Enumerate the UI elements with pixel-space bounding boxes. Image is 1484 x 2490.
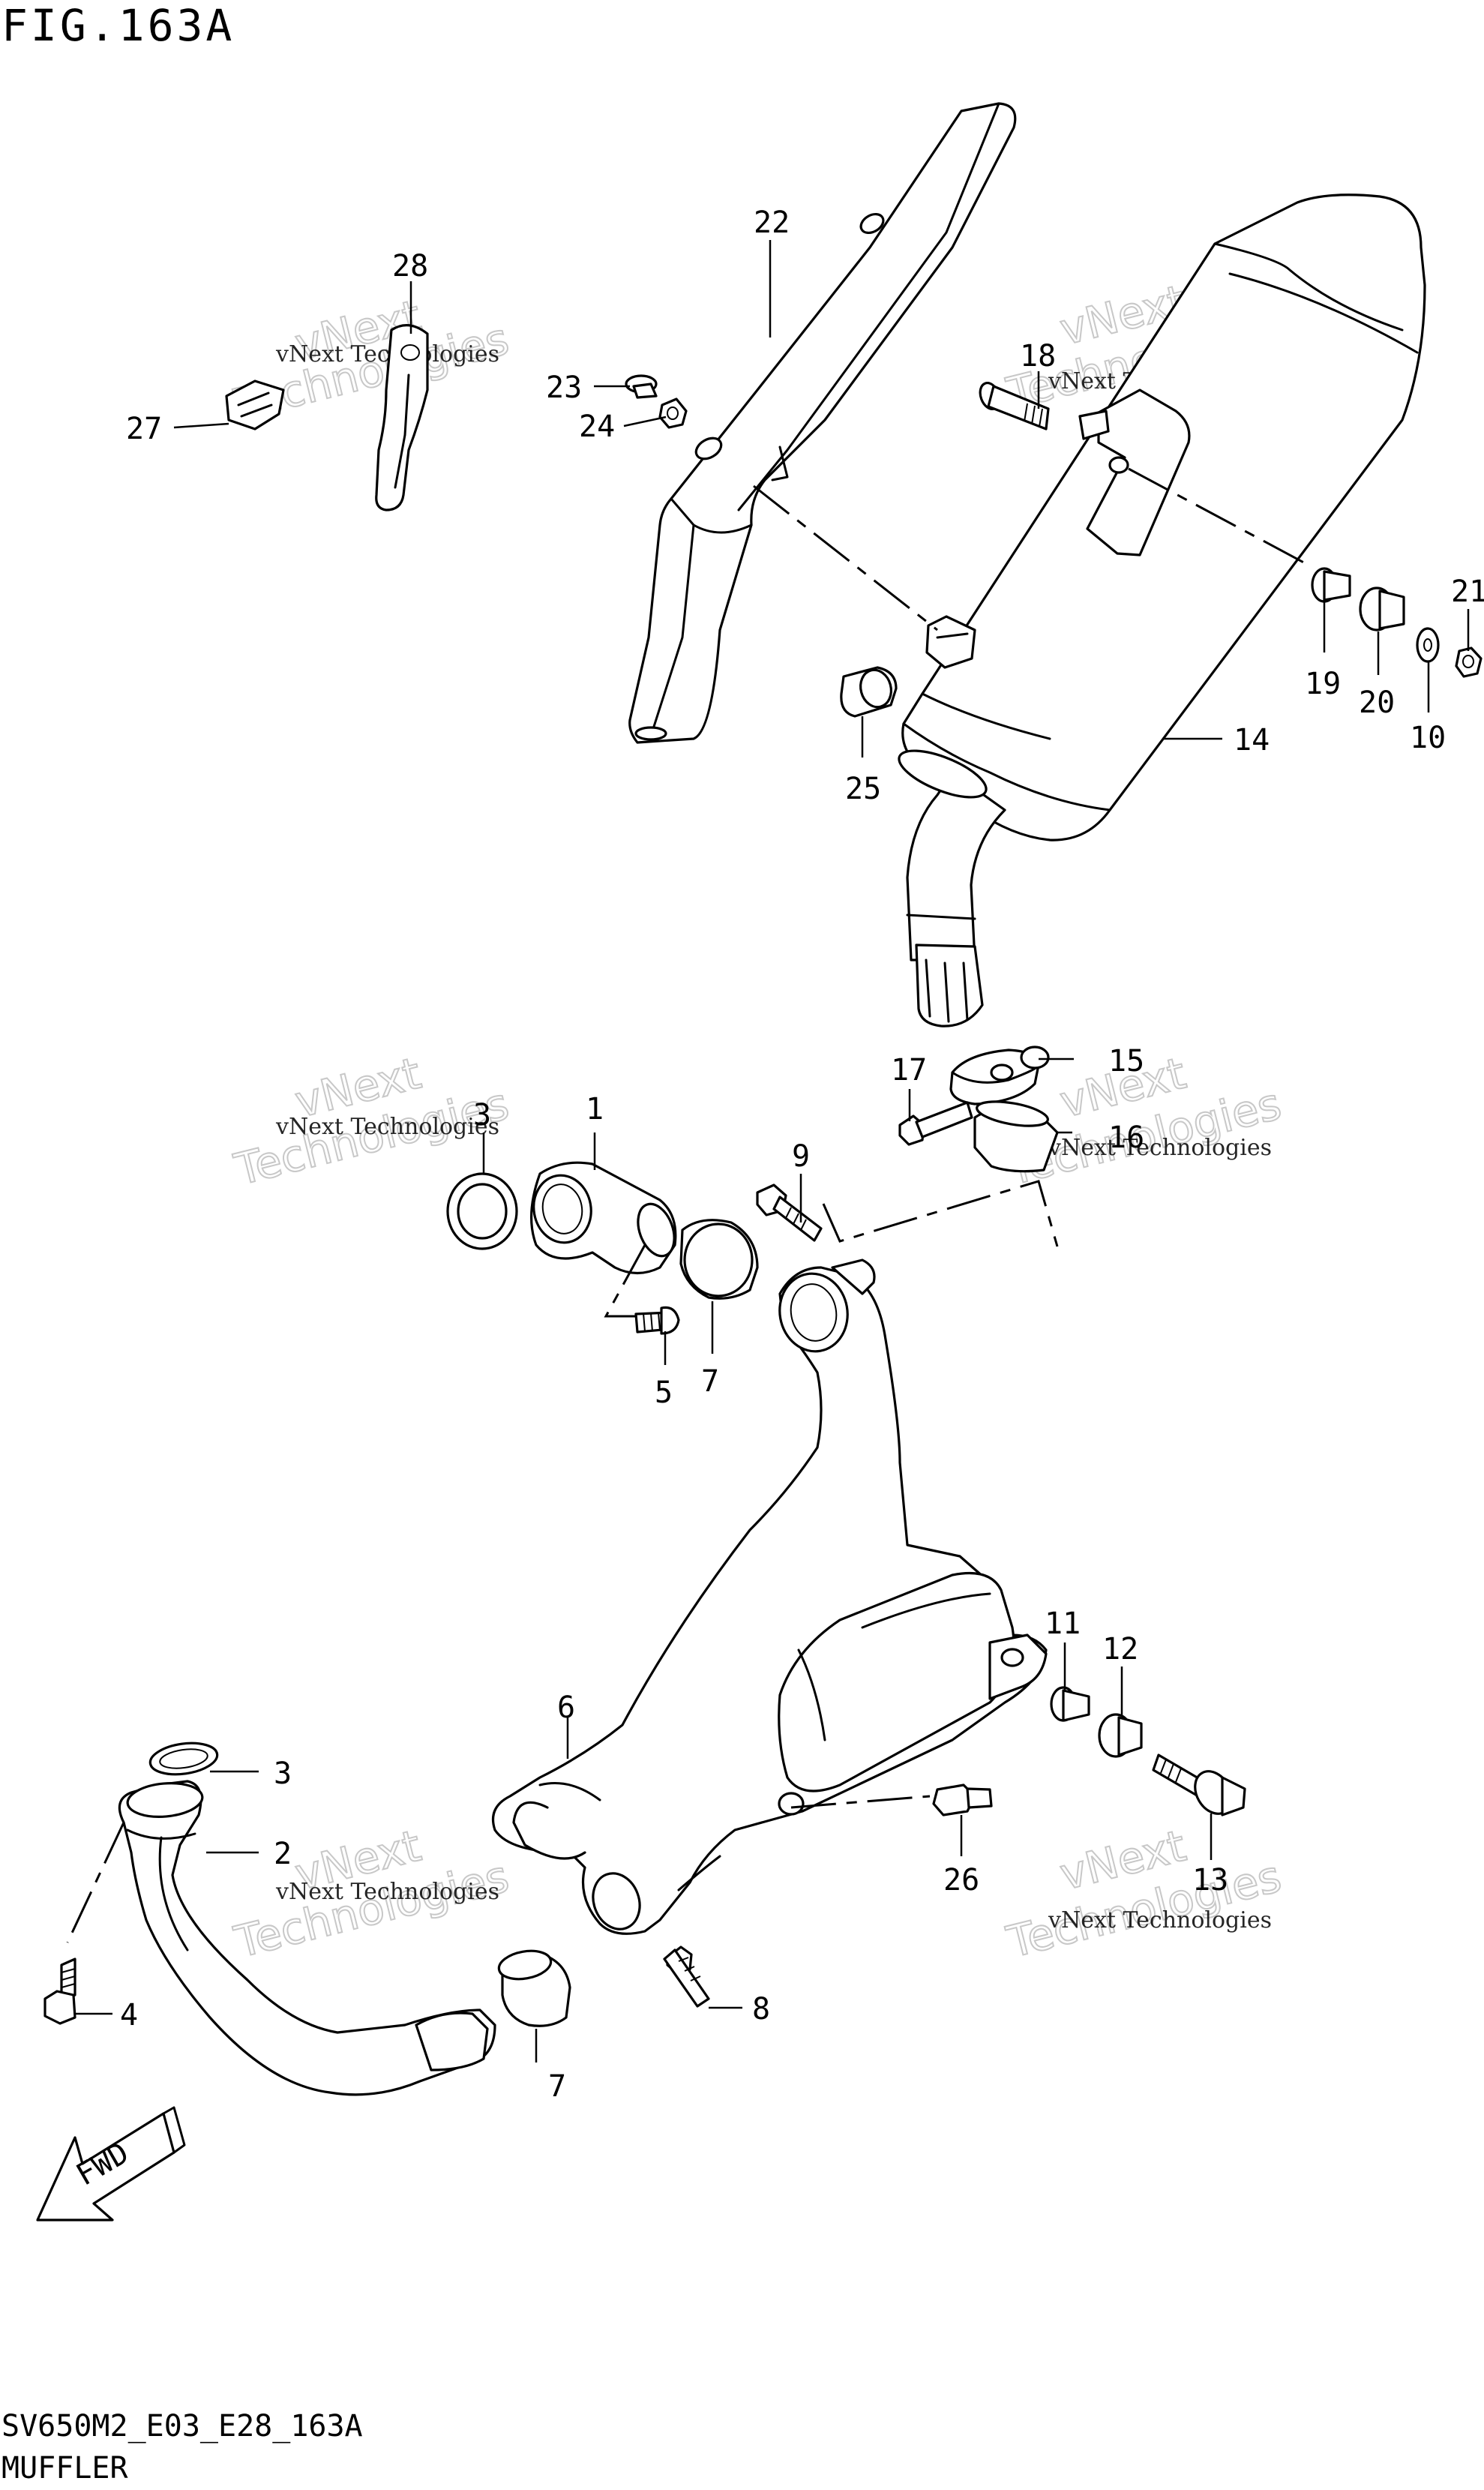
callout-20: 20 xyxy=(1359,686,1395,720)
grommet-19 xyxy=(1311,567,1351,603)
callout-23: 23 xyxy=(546,370,582,405)
watermark-small: vNext Technologies xyxy=(275,1114,499,1140)
figure-title: FIG.163A xyxy=(1,0,235,51)
stud-26 xyxy=(932,1784,993,1816)
callout-24: 24 xyxy=(579,410,615,444)
nut-24 xyxy=(658,398,688,429)
leader-lines xyxy=(75,240,1470,2062)
watermark-group-6: vNext Technologies vNext Technologies xyxy=(1001,1820,1287,1969)
callout-7-upper: 7 xyxy=(701,1364,719,1399)
callout-4: 4 xyxy=(120,1998,138,2032)
callout-10: 10 xyxy=(1410,721,1446,755)
callout-numbers: 1 2 3 3 4 5 6 7 7 8 9 10 11 12 13 14 15 … xyxy=(120,206,1484,2104)
exhaust-pipe-2 xyxy=(118,1780,496,2096)
gasket-3-lower xyxy=(148,1742,219,1776)
clamp-27 xyxy=(225,380,285,430)
bolt-13 xyxy=(1152,1754,1246,1816)
callout-16: 16 xyxy=(1108,1120,1144,1155)
watermark-small: vNext Technologies xyxy=(1048,1135,1272,1161)
guide-28 xyxy=(375,324,429,512)
callout-26: 26 xyxy=(943,1863,979,1898)
bolt-4 xyxy=(43,1958,76,2025)
assembly-line-mount xyxy=(790,1795,931,1809)
heat-shield xyxy=(628,102,1017,744)
callout-3-upper: 3 xyxy=(473,1098,491,1132)
callout-7-lower: 7 xyxy=(548,2069,566,2104)
callout-9: 9 xyxy=(792,1139,810,1174)
assembly-line-joint xyxy=(822,1180,1059,1247)
callout-1: 1 xyxy=(586,1092,604,1126)
callout-17-lower: 17 xyxy=(891,1053,927,1088)
callout-22: 22 xyxy=(754,206,790,240)
figure-name: MUFFLER xyxy=(1,2451,128,2486)
callout-11: 11 xyxy=(1045,1606,1081,1641)
assembly-line-bracket xyxy=(1128,467,1312,568)
watermark-group-5: vNext Technologies vNext Technologies xyxy=(229,1820,514,1969)
callout-14: 14 xyxy=(1234,723,1270,758)
callout-25: 25 xyxy=(845,772,881,806)
muffler-body xyxy=(898,194,1426,1028)
bolt-5 xyxy=(634,1306,680,1335)
assembly-line-shield xyxy=(753,484,938,632)
callout-19: 19 xyxy=(1305,667,1341,701)
exhaust-pipe-6 xyxy=(491,1258,1048,1935)
callout-5: 5 xyxy=(655,1376,673,1410)
callout-13: 13 xyxy=(1192,1863,1228,1898)
callout-18: 18 xyxy=(1020,339,1056,374)
callout-27: 27 xyxy=(126,412,162,446)
watermark-small: vNext Technologies xyxy=(275,341,499,368)
exhaust-pipe-1 xyxy=(530,1161,677,1275)
bolt-23 xyxy=(625,374,658,399)
callout-12: 12 xyxy=(1102,1632,1138,1666)
bolt-8 xyxy=(663,1946,710,2008)
callout-21: 21 xyxy=(1451,574,1484,609)
callout-28: 28 xyxy=(392,249,428,284)
watermark-group-3: vNext Technologies vNext Technologies xyxy=(229,1047,514,1196)
fwd-direction-arrow: FWD xyxy=(36,2106,186,2222)
spacer-20 xyxy=(1359,586,1405,632)
nut-21 xyxy=(1455,646,1483,678)
watermark-small: vNext Technologies xyxy=(1048,1907,1272,1934)
callout-3-lower: 3 xyxy=(274,1756,292,1791)
callout-15: 15 xyxy=(1108,1044,1144,1078)
watermark-small: vNext Technologies xyxy=(275,1879,499,1905)
grommet-11 xyxy=(1050,1686,1090,1722)
figure-code: SV650M2_E03_E28_163A xyxy=(1,2409,363,2444)
callout-2: 2 xyxy=(274,1837,292,1871)
bolt-18 xyxy=(979,381,1050,430)
spacer-12 xyxy=(1098,1713,1143,1758)
gasket-16 xyxy=(973,1100,1059,1173)
gasket-7-lower xyxy=(497,1949,571,2027)
assembly-line-pipe2 xyxy=(66,1822,125,1943)
bolt-17-upper xyxy=(898,1101,973,1146)
clamp-15 xyxy=(949,1046,1050,1106)
washer-10 xyxy=(1416,627,1440,663)
grommet-25 xyxy=(840,666,898,718)
gasket-3-upper xyxy=(446,1172,518,1250)
callout-8: 8 xyxy=(752,1992,770,2026)
callout-6: 6 xyxy=(557,1690,575,1725)
gasket-7-upper xyxy=(679,1219,759,1300)
bolt-9 xyxy=(756,1184,823,1242)
